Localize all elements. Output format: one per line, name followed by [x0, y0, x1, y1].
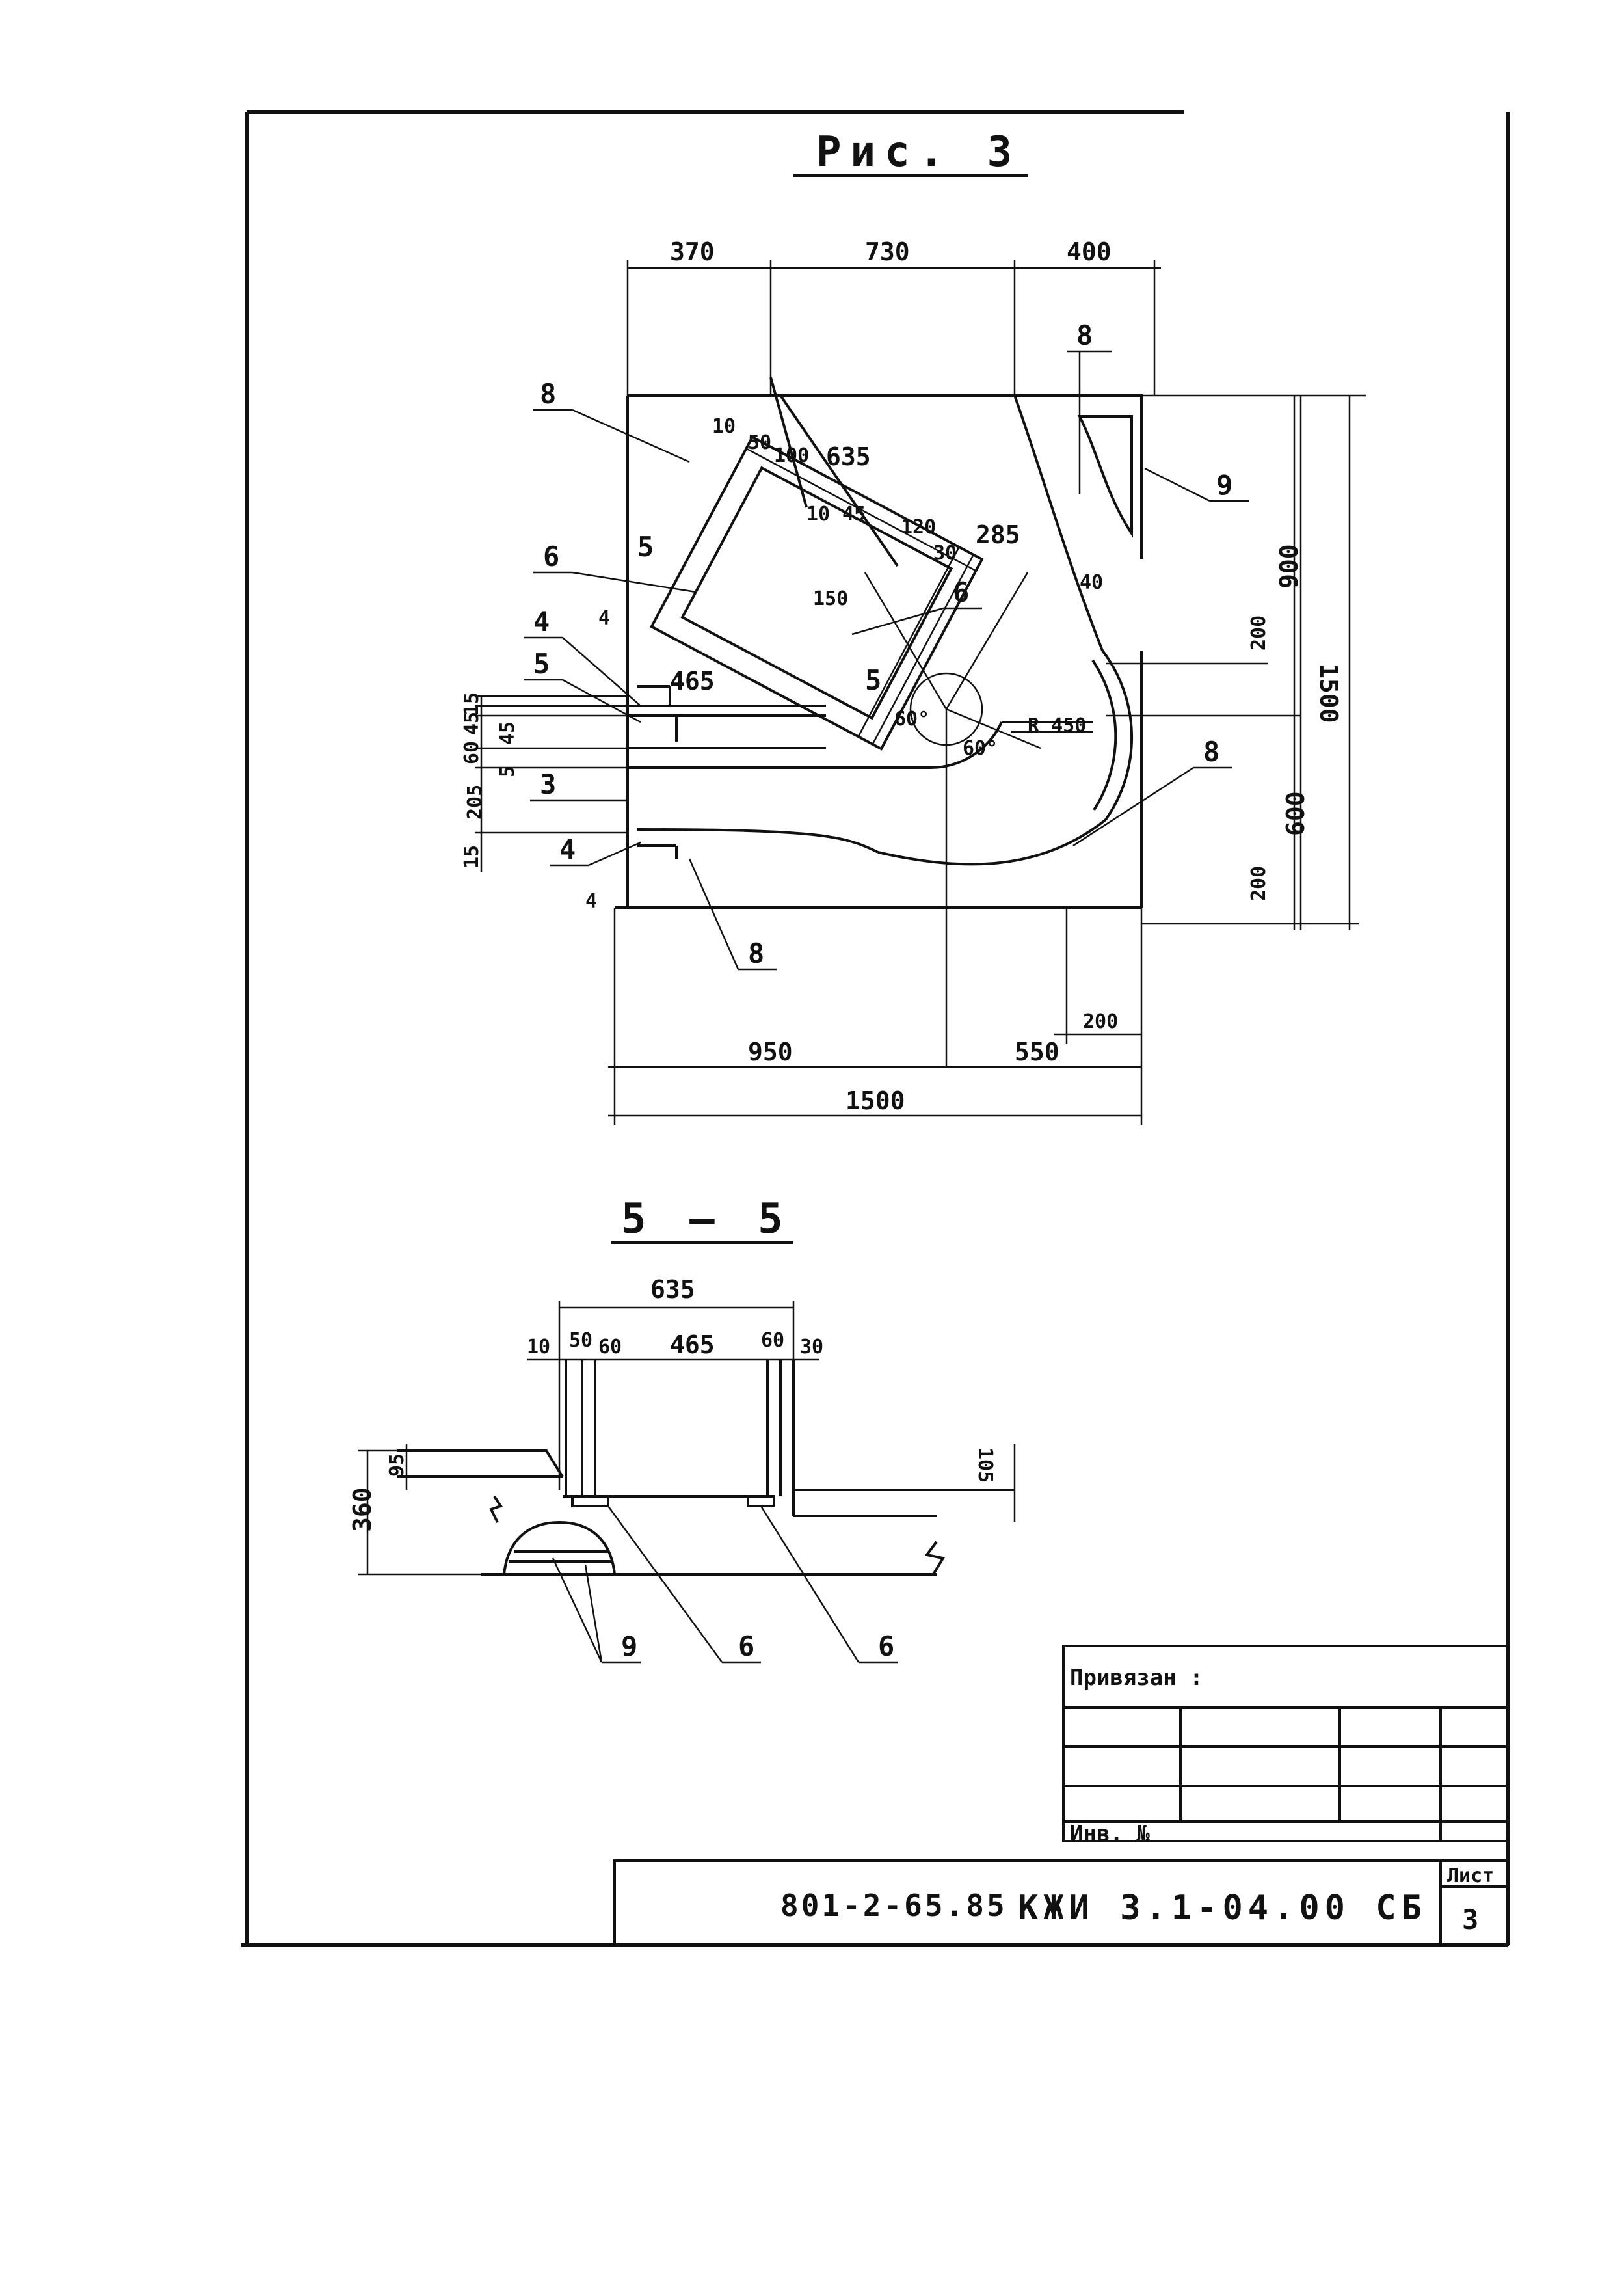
mark-8-right-top: 8 — [1076, 319, 1093, 351]
dim-950: 950 — [748, 1038, 793, 1066]
dim-200-bottom: 200 — [1083, 1010, 1118, 1033]
dim-10-mid: 10 — [806, 503, 830, 526]
sec-dim-60a: 60 — [598, 1336, 622, 1358]
dim-15-left-a: 15 — [460, 692, 483, 716]
cut-mark-4b: 4 — [585, 890, 597, 913]
dim-600: 600 — [1281, 791, 1310, 836]
mark-6-right: 6 — [953, 576, 969, 608]
dim-730: 730 — [865, 237, 910, 266]
dim-60-left: 60 — [460, 741, 483, 764]
dim-465-plan: 465 — [670, 667, 715, 695]
sec-mark-9: 9 — [621, 1630, 637, 1662]
callouts: 8 8 9 6 6 4 5 3 4 — [524, 319, 1249, 971]
dim-900: 900 — [1275, 544, 1303, 589]
mark-8-left-top: 8 — [540, 378, 556, 410]
section-5-5: 5 — 5 635 10 50 60 465 60 30 — [348, 1195, 1016, 1664]
sec-dim-30: 30 — [800, 1336, 823, 1358]
tb-doc-code: 801-2-65.85 — [780, 1888, 1007, 1923]
sec-dim-95: 95 — [386, 1453, 408, 1477]
mark-8-bottom: 8 — [748, 937, 764, 969]
cut-mark-4a: 4 — [598, 607, 610, 630]
dim-635-plan: 635 — [826, 442, 871, 471]
dim-angle-60b: 60° — [963, 737, 998, 760]
dim-40: 40 — [1080, 571, 1103, 594]
dim-10-top: 10 — [712, 415, 736, 438]
tb-inv: Инв. № — [1070, 1821, 1150, 1847]
dim-angle-60a: 60° — [894, 708, 929, 731]
dim-45-mid: 45 — [842, 503, 866, 526]
plan-view: 370 730 400 — [460, 237, 1366, 1125]
section-title-text: 5 — 5 — [621, 1195, 792, 1243]
dim-50-top: 50 — [748, 431, 771, 454]
sec-dim-60b: 60 — [761, 1329, 784, 1352]
dim-200-right-b: 200 — [1247, 866, 1270, 901]
dim-120: 120 — [901, 516, 936, 539]
cut-mark-5a: 5 — [637, 531, 654, 563]
sec-mark-6b: 6 — [878, 1630, 894, 1662]
sec-dim-465: 465 — [670, 1330, 715, 1359]
figure-title-text: Рис. 3 — [816, 128, 1021, 176]
mark-5: 5 — [533, 648, 550, 680]
dim-150: 150 — [813, 587, 848, 610]
tb-sheet-num: 3 — [1462, 1904, 1478, 1935]
dim-205: 205 — [464, 785, 486, 820]
sec-dim-360: 360 — [348, 1487, 377, 1532]
sheet-frame — [241, 110, 1510, 1947]
dim-15-left-b: 15 — [460, 845, 483, 869]
dim-45-left: 45 — [460, 712, 483, 735]
mark-3: 3 — [540, 768, 556, 800]
figure-title: Рис. 3 — [793, 128, 1028, 177]
sec-dim-635: 635 — [650, 1275, 695, 1304]
dim-r450: R 450 — [1028, 714, 1086, 737]
dim-1500-right: 1500 — [1314, 664, 1343, 723]
mark-9: 9 — [1216, 469, 1232, 501]
dim-100-top: 100 — [774, 444, 809, 467]
dim-400: 400 — [1067, 237, 1112, 266]
mark-4-top: 4 — [533, 606, 550, 638]
dim-550: 550 — [1015, 1038, 1059, 1066]
tb-doc-mark: КЖИ 3.1-04.00 СБ — [1018, 1889, 1427, 1928]
dim-285: 285 — [976, 520, 1020, 549]
dim-5-left: 5 — [496, 766, 519, 777]
title-block: Привязан : Инв. № 801-2-65.85 КЖИ 3.1-04… — [613, 1645, 1509, 1946]
mark-4-bottom: 4 — [559, 833, 576, 865]
dim-45-left-b: 45 — [496, 721, 519, 745]
dim-30: 30 — [933, 542, 957, 565]
mark-8-right-bottom: 8 — [1203, 736, 1219, 768]
dim-1500-bottom: 1500 — [845, 1086, 905, 1115]
cut-mark-5b: 5 — [865, 664, 881, 696]
sec-mark-6a: 6 — [738, 1630, 754, 1662]
mark-6-left: 6 — [543, 541, 559, 572]
sec-dim-50: 50 — [569, 1329, 592, 1352]
dim-200-right-a: 200 — [1247, 615, 1270, 651]
sec-dim-105: 105 — [974, 1448, 996, 1483]
tb-privyazan: Привязан : — [1070, 1665, 1203, 1691]
dim-370: 370 — [670, 237, 715, 266]
sec-dim-10: 10 — [527, 1336, 550, 1358]
tb-sheet-label: Лист — [1447, 1865, 1494, 1887]
hatch-frame — [650, 435, 984, 751]
